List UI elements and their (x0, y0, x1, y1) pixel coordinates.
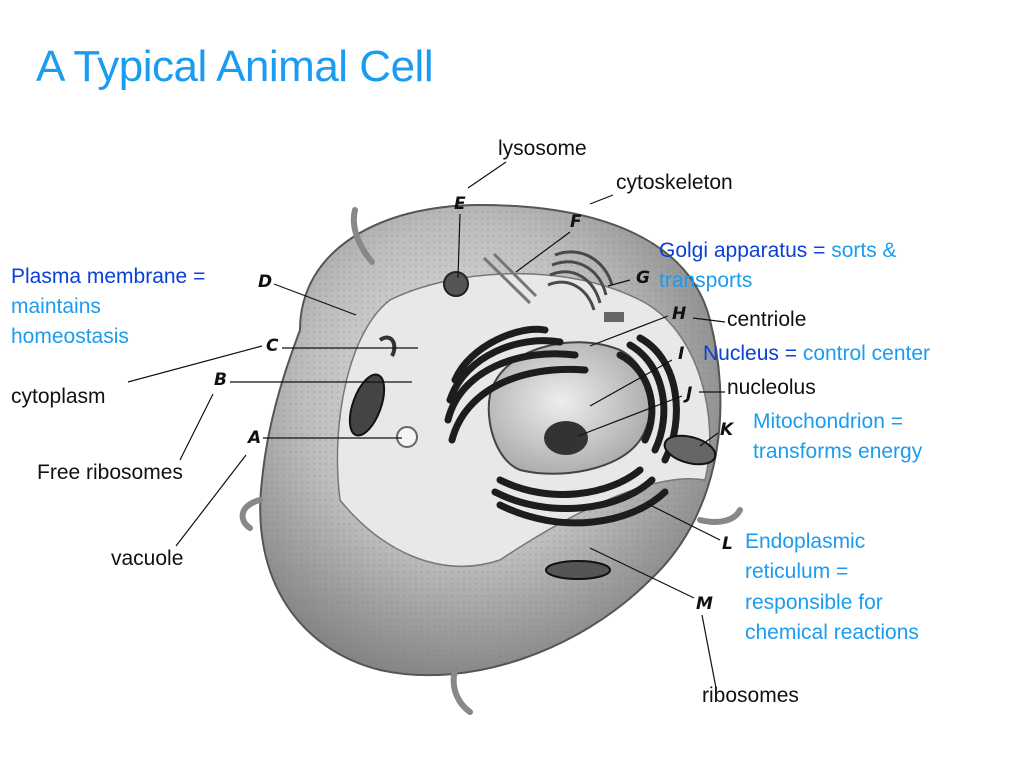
mitochondria (348, 373, 717, 580)
marker-a: A (248, 428, 262, 448)
leader-lines (127, 161, 726, 689)
label-plasma-membrane: Plasma membrane = (11, 265, 206, 288)
marker-h: H (672, 304, 687, 324)
label-mitochondrion-1: Mitochondrion = (753, 410, 904, 433)
marker-b: B (214, 370, 227, 390)
label-nucleolus: nucleolus (727, 376, 816, 399)
marker-d: D (258, 272, 273, 292)
label-er-2: reticulum = (745, 560, 849, 583)
label-vacuole: vacuole (111, 547, 184, 570)
marker-g: G (636, 268, 650, 288)
marker-l: L (722, 534, 733, 554)
label-centriole: centriole (727, 308, 807, 331)
marker-j: J (686, 384, 693, 404)
label-golgi: Golgi apparatus = sorts & (659, 236, 897, 266)
endoplasmic-reticulum (444, 325, 680, 527)
cell-body (239, 203, 743, 715)
plasma-definition-1: maintains (11, 295, 101, 318)
label-free-ribosomes: Free ribosomes (37, 461, 183, 484)
label-er-4: chemical reactions (745, 621, 919, 644)
golgi-definition-1: sorts & (831, 239, 897, 262)
plasma-definition-2: homeostasis (11, 325, 129, 348)
label-lysosome: lysosome (498, 137, 587, 160)
vacuole-shape (396, 426, 418, 448)
marker-i: I (678, 344, 685, 364)
lysosome-shape (443, 271, 469, 297)
label-er-3: responsible for (745, 591, 883, 614)
nucleus-term: Nucleus = (703, 342, 797, 365)
nucleus-definition: control center (802, 342, 931, 365)
marker-e: E (454, 194, 466, 214)
golgi-definition-2: transports (659, 269, 753, 292)
marker-k: K (720, 420, 734, 440)
golgi-apparatus (547, 250, 614, 311)
label-ribosomes: ribosomes (702, 684, 799, 707)
page-title: A Typical Animal Cell (36, 42, 434, 91)
marker-c: C (266, 336, 279, 356)
label-er-1: Endoplasmic (745, 530, 866, 553)
label-mitochondrion-2: transforms energy (753, 440, 923, 463)
marker-f: F (570, 212, 582, 232)
nucleolus-shape (544, 421, 588, 455)
golgi-term: Golgi apparatus = (659, 239, 826, 262)
label-cytoplasm: cytoplasm (11, 385, 106, 408)
label-cytoskeleton: cytoskeleton (616, 171, 733, 194)
label-nucleus: Nucleus = control center (703, 339, 930, 369)
cytoskeleton-shape (482, 252, 538, 305)
marker-m: M (696, 594, 713, 614)
centriole-shape (604, 312, 624, 322)
